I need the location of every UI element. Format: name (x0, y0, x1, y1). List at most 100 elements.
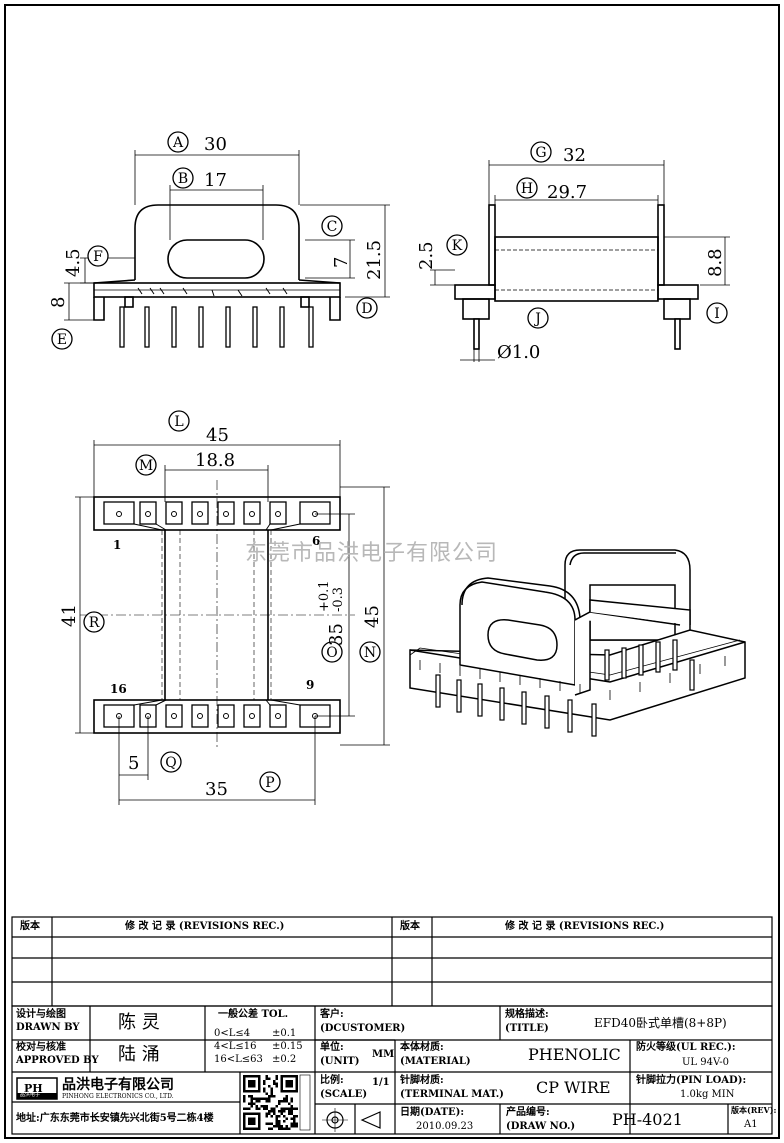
qr-module (270, 1090, 273, 1093)
dim-marker-m (135, 454, 157, 476)
side-view-dimensions (430, 160, 730, 362)
front-view-pins (119, 306, 314, 348)
qr-module (250, 1100, 253, 1103)
qr-code (243, 1074, 311, 1131)
title-cn: 规格描述: (505, 1009, 549, 1020)
isometric-tab-details (419, 656, 726, 700)
rev-cn: 版本(REV): (731, 1105, 777, 1115)
dim-marker-r (83, 611, 105, 633)
qr-module (270, 1095, 273, 1098)
dim-value-k: 2.5 (416, 241, 437, 270)
dim-value-f: 4.5 (63, 248, 84, 277)
dim-marker-letter-m: M (139, 458, 153, 474)
qr-module (263, 1082, 266, 1085)
title-block (11, 1005, 773, 1135)
qr-module (248, 1102, 251, 1105)
qr-module (270, 1127, 273, 1130)
rev-right-version-header: 版本 (400, 921, 420, 932)
qr-module (268, 1085, 271, 1088)
dim-marker-o (321, 641, 343, 663)
qr-module (265, 1115, 268, 1118)
date-cn: 日期(DATE): (400, 1107, 465, 1118)
qr-module (278, 1125, 281, 1128)
dim-marker-b (172, 167, 194, 189)
qr-module (243, 1100, 246, 1103)
qr-module (263, 1107, 266, 1110)
qr-module (275, 1115, 278, 1118)
rev-left-version-header: 版本 (20, 921, 40, 932)
tolerance-title: 一般公差 TOL. (218, 1009, 289, 1020)
dim-value-c: 7 (331, 257, 352, 268)
qr-module (285, 1097, 288, 1100)
qr-module (275, 1082, 278, 1085)
title-value: EFD40卧式单槽(8+8P) (594, 1016, 727, 1030)
qr-module (293, 1115, 296, 1118)
qr-module (265, 1112, 268, 1115)
rev-value: A1 (744, 1119, 758, 1130)
qr-module (278, 1100, 281, 1103)
dim-marker-l (168, 410, 190, 432)
approved-by-cn: 校对与核准 (16, 1042, 66, 1053)
dim-value-q: 5 (128, 753, 139, 774)
material-en: (MATERIAL) (400, 1056, 471, 1067)
dim-marker-letter-c: C (327, 219, 338, 235)
qr-module (263, 1087, 266, 1090)
qr-module (270, 1122, 273, 1125)
rev-left-records-header: 修 改 记 录 (REVISIONS REC.) (125, 921, 285, 932)
qr-finder (248, 1117, 256, 1125)
qr-module (293, 1120, 296, 1123)
dim-value-i: 8.8 (705, 248, 726, 277)
qr-module (288, 1110, 291, 1113)
front-view-dimensions (64, 150, 390, 321)
dim-marker-letter-i: I (714, 306, 720, 322)
qr-module (275, 1120, 278, 1123)
terminal-cn: 针脚材质: (400, 1075, 444, 1086)
qr-module (283, 1100, 286, 1103)
qr-module (268, 1122, 271, 1125)
dim-marker-letter-e: E (57, 332, 67, 348)
pin-6-label: 6 (312, 534, 321, 548)
dim-tol-minus-o: -0.3 (331, 587, 346, 612)
qr-module (283, 1097, 286, 1100)
qr-finder (285, 1080, 293, 1088)
company-name-cn: 品洪电子有限公司 (62, 1077, 174, 1093)
qr-module (268, 1095, 271, 1098)
company-name-en: PINHONG ELECTRONICS CO., LTD. (62, 1093, 174, 1100)
top-view-channels (133, 523, 301, 706)
qr-module (290, 1112, 293, 1115)
qr-module (285, 1117, 288, 1120)
qr-module (283, 1110, 286, 1113)
qr-module (275, 1105, 278, 1108)
scale-cn: 比例: (320, 1075, 344, 1086)
top-view-dimensions (75, 440, 390, 805)
qr-module (273, 1112, 276, 1115)
qr-module (288, 1127, 291, 1130)
dim-value-o: 35 (326, 623, 347, 646)
dim-marker-letter-f: F (93, 249, 103, 265)
pin-9-label: 9 (306, 678, 315, 692)
customer-en: (DCUSTOMER) (320, 1023, 406, 1034)
dim-marker-letter-l: L (174, 414, 183, 430)
qr-module (268, 1112, 271, 1115)
qr-module (290, 1100, 293, 1103)
qr-module (268, 1110, 271, 1113)
qr-module (285, 1107, 288, 1110)
qr-module (265, 1105, 268, 1108)
title-en: (TITLE) (505, 1023, 549, 1034)
dim-marker-i (706, 302, 728, 324)
qr-module (285, 1127, 288, 1130)
dim-marker-letter-k: K (452, 238, 463, 254)
qr-module (280, 1112, 283, 1115)
dim-value-b: 17 (204, 170, 227, 191)
qr-module (263, 1097, 266, 1100)
qr-module (270, 1107, 273, 1110)
tol-value-3: ±0.2 (272, 1054, 297, 1065)
qr-module (293, 1107, 296, 1110)
qr-module (278, 1115, 281, 1118)
qr-module (268, 1077, 271, 1080)
unit-value: MM (372, 1049, 395, 1060)
dim-marker-letter-b: B (178, 171, 188, 187)
qr-module (270, 1115, 273, 1118)
top-view-pin-holes (116, 511, 318, 719)
draw-no-cn: 产品编号: (506, 1107, 550, 1118)
